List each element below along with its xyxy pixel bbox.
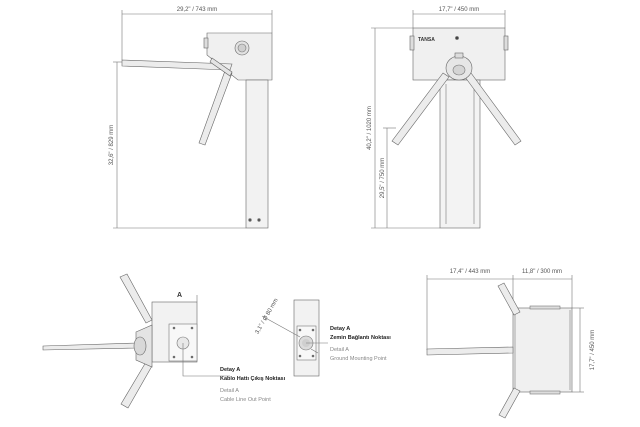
ground-detail-en-subtitle: Ground Mounting Point (330, 356, 387, 362)
plan-arm-upper (497, 282, 521, 316)
plan-body-label: 17,4" / 443 mm (450, 269, 490, 275)
side-width-label: 29,2" / 743 mm (177, 7, 217, 13)
base-hub-icon (133, 336, 147, 356)
cable-detail-leader (182, 343, 230, 377)
cable-detail-title: Detay A (220, 367, 240, 373)
cable-detail-en-subtitle: Cable Line Out Point (220, 397, 271, 403)
front-floor-height-label: 29,5" / 750 mm (380, 158, 386, 198)
brand-logo: TANSA (418, 37, 435, 43)
detail-a-marker: A (177, 292, 182, 299)
side-arm-horizontal (121, 59, 233, 71)
side-arm-down (198, 67, 233, 146)
front-total-height-label: 40,2" / 1020 mm (367, 106, 373, 150)
front-view (371, 10, 522, 229)
ground-detail-en-title: Detail A (330, 347, 349, 353)
front-width-label: 17,7" / 450 mm (439, 7, 479, 13)
ground-mount-view (261, 299, 328, 377)
front-pillar (439, 79, 481, 229)
base-arm-lower (120, 361, 153, 409)
plan-arm-horizontal (426, 346, 514, 356)
cable-hole-dim-line (261, 315, 301, 338)
side-pillar (245, 79, 269, 229)
side-height-label: 32,6" / 829 mm (109, 125, 115, 165)
plan-housing (512, 307, 573, 393)
plan-arm-lower (498, 387, 521, 419)
side-view (113, 10, 273, 229)
ground-detail-title: Detay A (330, 326, 350, 332)
ground-detail-subtitle: Zemin Bağlantı Noktası (330, 335, 391, 341)
cable-hole-label: 3,1" / Ø 80 mm (254, 298, 279, 336)
plan-view (426, 275, 584, 419)
cable-detail-subtitle: Kablo Hattı Çıkış Noktası (220, 376, 286, 382)
base-arm-upper (119, 273, 153, 324)
side-head-housing (206, 32, 273, 81)
base-arm-horizontal (42, 342, 139, 351)
cable-outlet-view (42, 273, 230, 409)
front-indicator-light (455, 36, 459, 40)
cable-detail-en-title: Detail A (220, 388, 239, 394)
front-arm-left (391, 72, 450, 146)
plan-depth-label: 17,7" / 450 mm (590, 330, 596, 370)
plan-arm-label: 11,8" / 300 mm (522, 269, 562, 275)
